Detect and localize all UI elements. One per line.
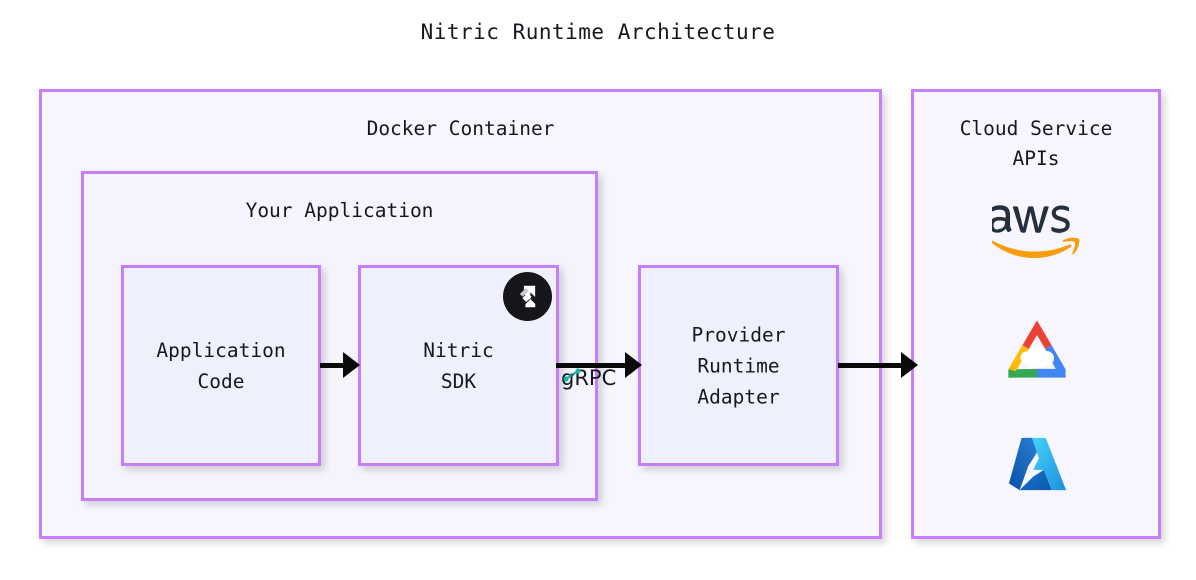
google-cloud-logo-icon (1008, 320, 1066, 378)
aws-logo-icon (992, 205, 1080, 259)
grpc-logo-icon (563, 368, 581, 382)
grpc-edge-label: gRPC (561, 366, 616, 390)
nitric-logo-icon (503, 272, 552, 321)
microsoft-azure-logo-icon (1008, 437, 1067, 491)
arrow-adapter-to-cloud (838, 352, 918, 378)
arrow-shaft (320, 363, 346, 368)
arrow-head (625, 352, 642, 378)
your-application-label: Your Application (245, 199, 434, 222)
application-code-label: Application Code (156, 338, 286, 393)
arrow-head (343, 352, 360, 378)
cloud-service-apis-group: Cloud Service APIs (911, 89, 1161, 539)
provider-runtime-adapter-label: Provider Runtime Adapter (691, 323, 786, 408)
application-code-node[interactable]: Application Code (121, 265, 321, 466)
arrow-app-to-sdk (320, 352, 360, 378)
arrow-shaft (556, 363, 628, 368)
arrow-shaft (838, 363, 904, 368)
page-title: Nitric Runtime Architecture (420, 20, 776, 44)
cloud-service-apis-label: Cloud Service APIs (959, 117, 1113, 170)
docker-container-label: Docker Container (366, 117, 555, 140)
arrow-sdk-to-adapter (556, 352, 642, 378)
arrow-head (901, 352, 918, 378)
provider-runtime-adapter-node[interactable]: Provider Runtime Adapter (638, 265, 839, 466)
grpc-label-text: gRPC (561, 366, 617, 390)
nitric-sdk-label: Nitric SDK (423, 338, 494, 393)
